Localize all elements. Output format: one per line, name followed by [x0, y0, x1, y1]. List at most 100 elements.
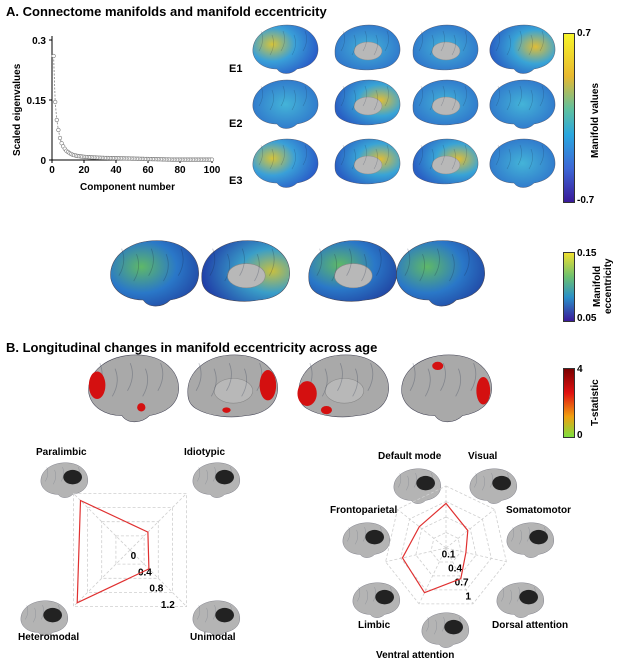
brain-manifold-e1-2-sulcus	[351, 34, 356, 56]
radar2-label-somatomotor: Somatomotor	[506, 505, 571, 516]
radar1-spoke	[129, 549, 187, 607]
radar2-label-dorsal-attention: Dorsal attention	[492, 620, 569, 631]
tstat-cluster	[222, 407, 231, 413]
brain-manifold-e2-4	[489, 79, 556, 129]
brain-manifold-e3-3-sulcus	[462, 144, 467, 166]
eigen-point	[209, 157, 215, 162]
brain-manifold-e2-2	[334, 79, 401, 126]
radar2-brain-visual-sulcus	[474, 472, 478, 488]
brain-tstat-1	[88, 354, 179, 423]
brain-manifold-e3-4-sulcus	[528, 148, 533, 170]
radar1-brain-heteromodal	[20, 600, 68, 636]
radar2-ring-label: 1	[465, 592, 471, 603]
radar1-label-paralimbic: Paralimbic	[36, 447, 87, 458]
brain-tstat-2	[187, 354, 278, 418]
brain-manifold-e3-3-sulcus	[451, 148, 456, 170]
brain-manifold-e3-4	[489, 138, 556, 188]
brain-manifold-e3-2-sulcus	[340, 144, 345, 166]
brain-eccentricity-4-sulcus	[463, 248, 470, 276]
brain-manifold-e1-2-sulcus	[384, 30, 389, 52]
brain-eccentricity-1-sulcus	[133, 253, 140, 282]
radar1-label-unimodal: Unimodal	[190, 632, 236, 643]
eigen-x-tick: 100	[204, 165, 221, 176]
brain-manifold-e1-3-sulcus	[462, 30, 467, 52]
brain-tstat-1-sulcus	[157, 363, 164, 391]
brain-eccentricity-4-sulcus	[434, 248, 440, 276]
radar2-label-visual: Visual	[468, 451, 498, 462]
radar2-brain-visual	[469, 468, 517, 504]
radar2-brain-visual-sulcus	[489, 472, 493, 488]
radar2-ring-label: 0.4	[448, 563, 462, 574]
brain-manifold-e3-1	[252, 138, 319, 188]
brain-manifold-e1-4-sulcus	[528, 34, 533, 56]
radar2-brain-limbic-network-mask	[375, 589, 394, 605]
brain-eccentricity-1-sulcus	[177, 248, 184, 276]
radar2-brain-frontoparietal	[342, 522, 390, 558]
t-cb-max: 4	[577, 364, 583, 375]
radar1-brain-unimodal-network-mask	[215, 607, 234, 623]
brain-manifold-e2-2-sulcus	[340, 85, 345, 107]
radar2-spoke	[385, 547, 447, 563]
tstat-cluster	[476, 376, 491, 405]
brain-eccentricity-1-surface	[110, 240, 199, 307]
radar2-label-ventral-attention: Ventral attention	[376, 650, 455, 661]
brain-manifold-e3-1-surface	[252, 138, 319, 188]
brain-eccentricity-1-sulcus	[163, 253, 169, 282]
brain-manifold-e3-1-sulcus	[291, 148, 296, 170]
brain-eccentricity-4-sulcus	[449, 253, 455, 282]
radar2-brain-limbic-sulcus	[365, 589, 369, 605]
brain-eccentricity-2-sulcus	[254, 253, 260, 282]
radar2-brain-ventral-attention-sulcus	[441, 616, 445, 632]
radar2-ring	[385, 485, 507, 605]
radar2-brain-somatomotor-sulcus	[526, 526, 530, 542]
radar1-label-idiotypic: Idiotypic	[184, 447, 226, 458]
brain-manifold-e2-3-medial-wall	[431, 96, 461, 116]
brain-manifold-e1-4-sulcus	[495, 30, 500, 52]
eigen-y-tick: 0	[40, 156, 46, 167]
brain-manifold-e1-4-sulcus	[506, 34, 511, 56]
brain-manifold-e2-1-surface	[252, 79, 319, 129]
brain-tstat-3	[297, 354, 389, 418]
eigen-y-tick: 0.15	[27, 96, 47, 107]
eigen-x-tick: 60	[142, 165, 154, 176]
eigen-point	[57, 135, 63, 141]
brain-tstat-4-sulcus	[440, 363, 446, 391]
radar1-ring-label: 1.2	[161, 600, 175, 611]
brain-manifold-e1-3	[412, 24, 479, 71]
radar1-spoke	[73, 549, 131, 607]
brain-manifold-e3-3-medial-wall	[431, 155, 461, 175]
brain-manifold-e1-4	[489, 24, 556, 74]
radar1-brain-idiotypic	[192, 462, 240, 498]
brain-tstat-4-sulcus	[409, 363, 416, 391]
row-label-e1: E1	[229, 63, 243, 75]
brain-manifold-e3-4-sulcus	[506, 148, 511, 170]
brain-manifold-e3-3-sulcus	[418, 144, 423, 166]
brain-eccentricity-3-sulcus	[346, 248, 352, 276]
radar1-brain-heteromodal-sulcus	[40, 604, 44, 620]
brain-manifold-e2-1-sulcus	[269, 89, 274, 111]
brain-manifold-e3-2-medial-wall	[353, 155, 383, 175]
brain-manifold-e3-4-sulcus	[539, 144, 544, 166]
radar2-series	[401, 502, 469, 594]
radar1-brain-unimodal	[192, 600, 240, 636]
brain-tstat-2-sulcus	[241, 368, 248, 397]
radar1-ring	[87, 507, 173, 593]
eccentricity-colorbar	[563, 252, 575, 322]
brain-eccentricity-2-sulcus	[239, 248, 245, 276]
radar2-ring-label: 0.7	[455, 578, 469, 589]
radar2-ring	[430, 532, 462, 563]
brain-tstat-1-sulcus	[111, 368, 118, 397]
radar2-brain-somatomotor-network-mask	[529, 529, 548, 545]
brain-tstat-1-sulcus	[127, 363, 133, 391]
brain-manifold-e3-2-sulcus	[362, 144, 367, 166]
brain-manifold-e1-1-sulcus	[302, 30, 307, 52]
radar1-brain-heteromodal-network-mask	[43, 607, 62, 623]
brain-eccentricity-3-sulcus	[331, 253, 338, 282]
brain-manifold-e1-3-sulcus	[451, 34, 456, 56]
brain-manifold-e2-1-sulcus	[302, 85, 307, 107]
radar1-ring-label: 0.8	[149, 584, 163, 595]
radar2-brain-dorsal-attention	[496, 582, 544, 618]
brain-manifold-e1-2-sulcus	[362, 30, 367, 52]
brain-manifold-e3-1-sulcus	[258, 144, 263, 166]
brain-manifold-e1-4-sulcus	[539, 30, 544, 52]
